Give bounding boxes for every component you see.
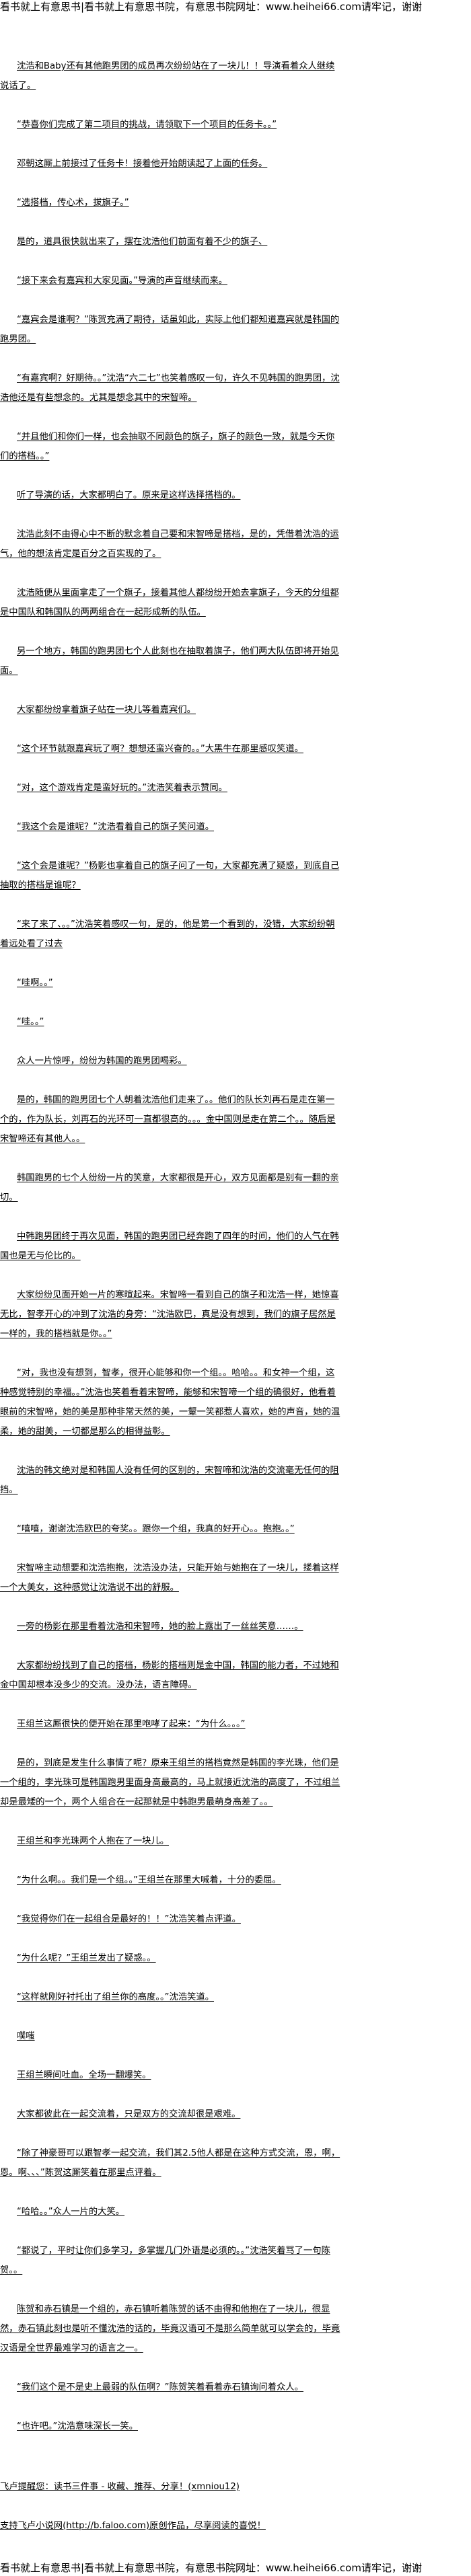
paragraph: 韩国跑男的七个人纷纷一片的笑意，大家都很是开心，双方见面都是别有一翻的亲切。 (0, 1173, 339, 1203)
paragraph: 王组兰和李光珠两个人抱在了一块儿。 (17, 1836, 170, 1846)
reminder-link[interactable]: 飞卢提醒您：读书三件事 - 收藏、推荐、分享！(xmniou12) (0, 2482, 240, 2492)
paragraph: 王组兰瞬间吐血。全场一翻爆笑。 (17, 2070, 151, 2080)
chapter-footer: 飞卢提醒您：读书三件事 - 收藏、推荐、分享！(xmniou12) 支持飞卢小说… (0, 2480, 471, 2559)
paragraph: “这个会是谁呢？”杨影也拿着自己的旗子问了一句，大家都充满了疑惑，到底自己抽取的… (0, 861, 340, 891)
paragraph: “接下来会有嘉宾和大家见面。”导演的声音继续而来。 (17, 276, 227, 286)
paragraph: 噗嗤 (17, 2031, 35, 2041)
paragraph: 宋智啼主动想要和沈浩抱抱，沈浩没办法，只能开始与她抱在了一块儿，搂着这样一个大美… (0, 1563, 339, 1593)
paragraph: 邓朝这厮上前接过了任务卡！接着他开始朗读起了上面的任务。 (17, 159, 268, 169)
paragraph: 王组兰这厮很快的便开始在那里咆哮了起来：“为什么。。。” (17, 1719, 246, 1729)
paragraph: 一旁的杨影在那里看着沈浩和宋智啼，她的脸上露出了一丝丝笑意……。 (17, 1622, 303, 1632)
paragraph: “哈哈。。”众人一片的大笑。 (17, 2207, 125, 2217)
paragraph: 大家纷纷见面开始一片的寒暄起来。宋智啼一看到自己的旗子和沈浩一样，她惊喜无比，智… (0, 1290, 339, 1339)
paragraph: 沈浩和Baby还有其他跑男团的成员再次纷纷站在了一块儿！！导演看着众人继续说话了… (0, 61, 335, 91)
paragraph: “有嘉宾啊？好期待。。”沈浩“六二七”也笑着感叹一句，许久不见韩国的跑男团，沈浩… (0, 373, 340, 403)
paragraph: “这样就刚好衬托出了组兰你的高度。。”沈浩笑道。 (17, 1992, 215, 2002)
chapter-content: 沈浩和Baby还有其他跑男团的成员再次纷纷站在了一块儿！！导演看着众人继续说话了… (0, 56, 341, 2456)
paragraph: “并且他们和你们一样，也会抽取不同颜色的旗子，旗子的颜色一致，就是今天你们的搭档… (0, 432, 335, 461)
paragraph: 沈浩的韩文绝对是和韩国人没有任何的区别的，宋智啼和沈浩的交流毫无任何的阻挡。 (0, 1466, 339, 1495)
paragraph: “嘻嘻，谢谢沈浩欧巴的夸奖。。跟你一个组，我真的好开心。。抱抱。。” (17, 1524, 295, 1534)
paragraph: “除了神豪哥可以跟智孝一起交流，我们其2.5他人都是在这种方式交流，恩，啊，恩。… (0, 2148, 340, 2178)
paragraph: “哇。。” (17, 1017, 44, 1027)
paragraph: “我这个会是谁呢？”沈浩看着自己的旗子笑问道。 (17, 822, 215, 832)
paragraph: “这个环节就跟嘉宾玩了啊？想想还蛮兴奋的。。”大黑牛在那里感叹笑道。 (17, 744, 303, 754)
paragraph: 大家都纷纷拿着旗子站在一块儿等着嘉宾们。 (17, 705, 196, 715)
paragraph: 沈浩此刻不由得心中不断的默念着自己要和宋智啼是搭档，是的，凭借着沈浩的运气，他的… (0, 529, 339, 559)
paragraph: “来了来了、。。”沈浩笑着感叹一句，是的，他是第一个看到的，没错，大家纷纷朝着远… (0, 919, 335, 949)
paragraph: 听了导演的话，大家都明白了。原来是这样选择搭档的。 (17, 490, 241, 500)
paragraph: “我觉得你们在一起组合是最好的！！”沈浩笑着点评道。 (17, 1914, 241, 1924)
paragraph: “也许吧。”沈浩意味深长一笑。 (17, 2421, 138, 2431)
paragraph: 是的，到底是发生什么事情了呢？原来王组兰的搭档竟然是韩国的李光珠，他们是一个组的… (0, 1758, 340, 1807)
paragraph: “为什么呢？”王组兰发出了疑惑。。 (17, 1953, 156, 1963)
paragraph: “哇啊。。” (17, 978, 53, 988)
paragraph: 众人一片惊呼，纷纷为韩国的跑男团喝彩。 (17, 1056, 187, 1066)
paragraph: 中韩跑男团终于再次见面，韩国的跑男团已经奔跑了四年的时间，他们的人气在韩国也是无… (0, 1232, 339, 1261)
paragraph: “选搭档，传心术，拔旗子。” (17, 198, 129, 208)
paragraph: 大家都彼此在一起交流着，只是双方的交流却很是艰难。 (17, 2109, 241, 2119)
paragraph: “为什么啊。。我们是一个组。。”王组兰在那里大喊着，十分的委屈。 (17, 1875, 281, 1885)
support-link[interactable]: 支持飞卢小说网(http://b.faloo.com)原创作品，尽享阅读的喜悦！ (0, 2521, 266, 2531)
paragraph: “恭喜你们完成了第二项目的挑战，请领取下一个项目的任务卡。。” (17, 120, 277, 130)
paragraph: 沈浩随便从里面拿走了一个旗子，接着其他人都纷纷开始去拿旗子，今天的分组都是中国队… (0, 588, 339, 617)
paragraph: 大家都纷纷找到了自己的搭档，杨影的搭档则是金中国，韩国的能力者，不过她和金中国却… (0, 1661, 339, 1690)
paragraph: 是的，韩国的跑男团七个人朝着沈浩他们走来了。。他们的队长刘再石是走在第一个的，作… (0, 1095, 336, 1144)
paragraph: “都说了，平时让你们多学习，多掌握几门外语是必须的。。”沈浩笑着骂了一句陈贺。。 (0, 2246, 330, 2275)
paragraph: 另一个地方，韩国的跑男团七个人此刻也在抽取着旗子，他们两大队伍即将开始见面。 (0, 646, 339, 676)
paragraph: 陈贺和赤石镇是一个组的，赤石镇听着陈贺的话不由得和他抱在了一块儿，很显然，赤石镇… (0, 2304, 340, 2353)
paragraph: “对，这个游戏肯定是蛮好玩的。”沈浩笑着表示赞同。 (17, 783, 227, 793)
paragraph: “对，我也没有想到，智孝，很开心能够和你一个组。。哈哈。。和女神一个组，这种感觉… (0, 1368, 340, 1437)
paragraph: 是的，道具很快就出来了，摆在沈浩他们前面有着不少的旗子、 (17, 237, 268, 247)
site-banner-top: 看书就上有意思书|看书就上有意思书院，有意思书院网址：www.heihei66.… (0, 1, 422, 13)
site-banner-bottom: 看书就上有意思书|看书就上有意思书院，有意思书院网址：www.heihei66.… (0, 2562, 422, 2574)
paragraph: “嘉宾会是谁啊？”陈贺充满了期待，话虽如此，实际上他们都知道嘉宾就是韩国的跑男团… (0, 315, 340, 344)
paragraph: “我们这个是不是史上最弱的队伍啊？”陈贺笑着看着赤石镇询问着众人。 (17, 2382, 303, 2392)
